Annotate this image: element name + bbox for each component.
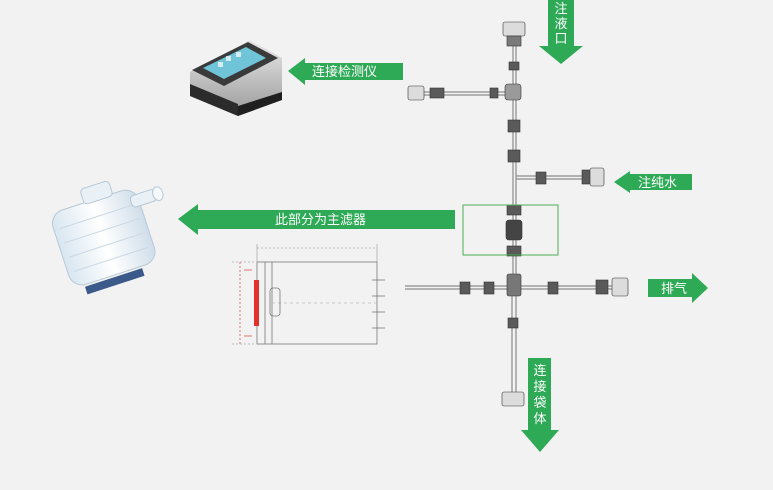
main-filter-highlight-box [462, 204, 559, 256]
filter-membrane [254, 280, 259, 326]
inlet-label-text: 注液口 [554, 2, 568, 47]
inlet-arrow [539, 0, 583, 64]
water-port [589, 167, 605, 187]
main-filter-label: 此部分为主滤器 [275, 213, 366, 228]
tester-port [407, 85, 425, 101]
exhaust-label: 排气 [661, 281, 687, 297]
capsule-filter-icon [52, 180, 164, 295]
inlet-label-vertical: 注液口 [553, 2, 569, 47]
to-bag-label-text: 连接袋体 [533, 364, 547, 427]
to-bag-arrow [521, 358, 559, 452]
exhaust-arrow [648, 273, 708, 303]
exhaust-port [611, 277, 629, 297]
to-bag-label-vertical: 连接袋体 [532, 364, 548, 428]
inlet-port [502, 21, 526, 37]
main-filter-arrow [178, 204, 455, 235]
pipe-fittings [407, 21, 629, 407]
pure-water-label: 注纯水 [638, 176, 677, 191]
pure-water-arrow [614, 171, 692, 193]
to-tester-arrow [288, 58, 403, 85]
to-tester-label: 连接检测仪 [312, 64, 377, 80]
tester-device-icon [190, 40, 282, 116]
filter-section-drawing [232, 244, 385, 345]
bag-port [501, 391, 525, 407]
